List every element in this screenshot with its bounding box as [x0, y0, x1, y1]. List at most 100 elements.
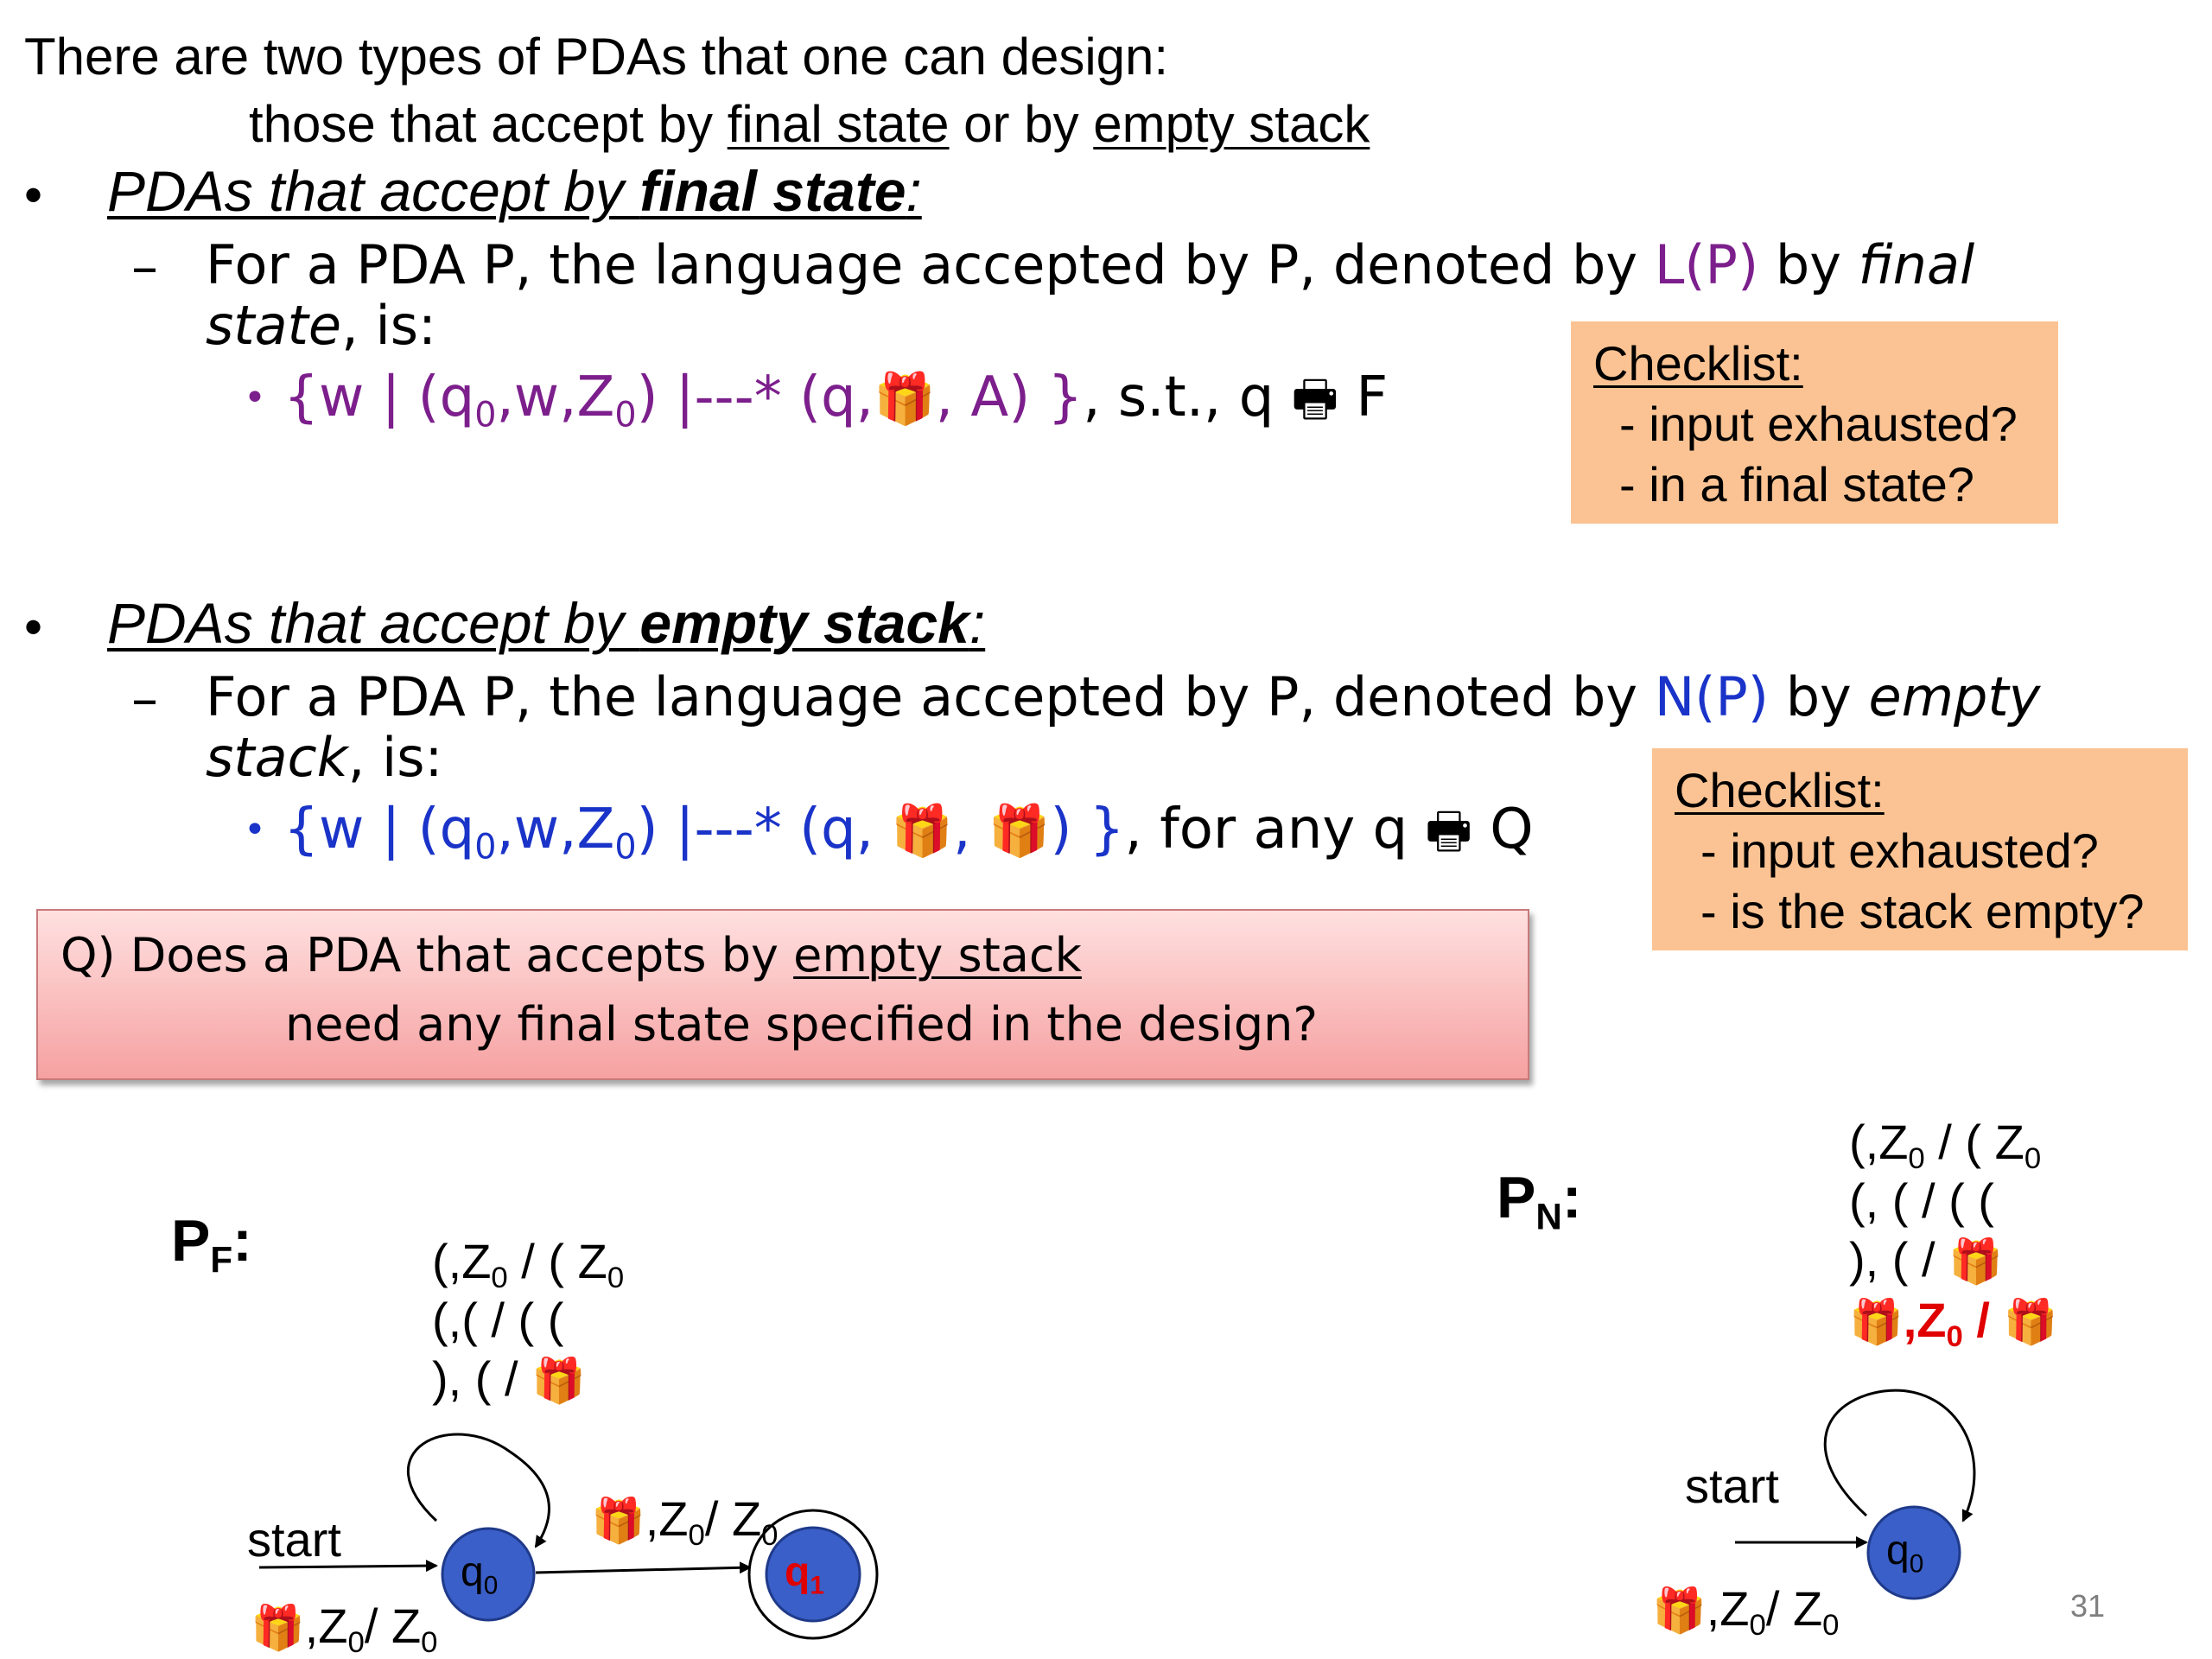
- set-empty-bullet: •: [244, 808, 266, 852]
- pf-loop-line-1: (,Z0 / ( Z0: [432, 1232, 624, 1293]
- pf-bottom-a: ,Z: [304, 1599, 348, 1653]
- desc-empty-ital2: stack: [206, 726, 348, 789]
- epsilon-gift-icon: 🎁: [251, 1603, 305, 1652]
- epsilon-gift-icon: 🎁: [531, 1356, 586, 1405]
- pf-q0-sub: 0: [483, 1571, 499, 1600]
- set-final-a: {w | (q: [283, 365, 475, 429]
- pn-loop-4s: 0: [1946, 1320, 1963, 1354]
- question-box: Q) Does a PDA that accepts by empty stac…: [36, 909, 1529, 1080]
- pn-loop-transitions: (,Z0 / ( Z0 (, ( / ( ( ), ( / 🎁 🎁,Z0 / 🎁: [1849, 1113, 2057, 1351]
- set-empty-b: ,w,Z: [496, 798, 615, 861]
- dash-final: –: [131, 235, 158, 298]
- pn-start-label: start: [1685, 1459, 1779, 1513]
- set-empty-sub0: 0: [474, 827, 497, 868]
- pf-loop-line-3: ), ( / 🎁: [432, 1350, 624, 1410]
- checklist-final-item-1: - input exhausted?: [1619, 397, 2018, 451]
- desc-empty-post: , is:: [347, 726, 443, 789]
- checklist-final-item-2: - in a final state?: [1619, 457, 1974, 512]
- set-empty-expression: {w | (q0,w,Z0) |---* (q, 🎁, 🎁) }: [283, 798, 1125, 865]
- checklist-empty-stack: Checklist: - input exhausted? - is the s…: [1652, 748, 2188, 950]
- desc-final-mid: by: [1758, 233, 1859, 296]
- desc-final-post: , is:: [341, 294, 436, 357]
- checklist-empty-item-1: - input exhausted?: [1700, 823, 2099, 878]
- pn-loop-1s: 0: [1908, 1142, 1925, 1176]
- pn-q0-label: q0: [1886, 1527, 1923, 1577]
- desc-empty-line-1: For a PDA P, the language accepted by P,…: [206, 671, 2040, 724]
- set-final-end: F: [1338, 365, 1389, 429]
- set-final-sub1: 0: [614, 395, 637, 435]
- pf-edge-label: 🎁,Z0/ Z0: [591, 1490, 778, 1550]
- pn-label-p: P: [1497, 1165, 1536, 1230]
- pf-self-loop: [406, 1433, 550, 1548]
- pf-q0-q: q: [461, 1549, 484, 1595]
- heading-empty-pre: PDAs that accept by: [107, 591, 640, 655]
- pn-label-sub: N: [1535, 1196, 1562, 1237]
- heading-empty-stack: PDAs that accept by empty stack:: [107, 594, 985, 652]
- desc-final-ital2: state: [206, 294, 342, 357]
- set-empty-d: ,: [953, 798, 988, 861]
- desc-final-ital1: final: [1858, 233, 1975, 296]
- pn-bottom-label: 🎁,Z0/ Z0: [1652, 1580, 1839, 1640]
- pn-self-loop: [1823, 1389, 1976, 1522]
- heading-empty-post: :: [969, 591, 986, 655]
- set-empty-e: ) }: [1050, 798, 1125, 861]
- pn-loop-line-4: 🎁,Z0 / 🎁: [1849, 1291, 2057, 1351]
- pf-bottom-label: 🎁,Z0/ Z0: [251, 1597, 437, 1657]
- bullet-final-state: •: [24, 166, 43, 224]
- pn-loop-line-1: (,Z0 / ( Z0: [1849, 1113, 2057, 1176]
- pf-loop-line-2: (,( / ( (: [432, 1291, 624, 1350]
- pf-label-p: P: [171, 1208, 211, 1274]
- set-final-tail: , s.t., q: [1083, 365, 1292, 429]
- pf-transition-arrow: [535, 1561, 752, 1574]
- pn-state-q0: [1866, 1505, 1961, 1600]
- pn-bottom-sub: 0: [1749, 1609, 1766, 1643]
- pn-loop-1a: (,Z: [1849, 1115, 1909, 1169]
- pf-label-sub: F: [210, 1239, 233, 1281]
- intro-line-2-pre: those that accept by: [249, 95, 728, 153]
- empty-stack-underlined: empty stack: [1093, 95, 1370, 153]
- pn-label: PN:: [1497, 1165, 1581, 1235]
- pf-loop-1b: / ( Z: [507, 1234, 607, 1288]
- epsilon-gift-icon: 🎁: [1849, 1297, 1904, 1346]
- question-line-2: need any final state specified in the de…: [285, 997, 1318, 1052]
- pf-label-colon: :: [232, 1208, 252, 1274]
- set-empty-sub1: 0: [614, 827, 637, 868]
- pf-edge-a: ,Z: [645, 1491, 689, 1546]
- set-final-c: ) |---* (q,: [636, 365, 874, 429]
- set-empty-a: {w | (q: [283, 798, 475, 861]
- pf-edge-sub: 0: [688, 1519, 705, 1553]
- pn-loop-1b: / ( Z: [1924, 1115, 2024, 1169]
- heading-final-pre: PDAs that accept by: [107, 159, 640, 223]
- set-final-d: , A) }: [935, 365, 1084, 429]
- question-empty-stack: empty stack: [793, 928, 1082, 982]
- heading-final-bold: final state: [639, 159, 906, 223]
- pf-loop-1a: (,Z: [432, 1234, 492, 1288]
- epsilon-gift-icon: 🎁: [874, 370, 936, 428]
- epsilon-gift-icon: 🎁: [1948, 1236, 2003, 1286]
- epsilon-gift-icon: 🎁: [591, 1496, 645, 1545]
- pf-start-arrow: [258, 1560, 438, 1573]
- heading-final-post: :: [906, 159, 922, 223]
- pn-bottom-sub2: 0: [1822, 1609, 1840, 1643]
- set-empty-c: ) |---* (q,: [636, 798, 892, 861]
- heading-empty-bold: empty stack: [639, 591, 969, 655]
- pf-q0-label: q0: [461, 1548, 498, 1599]
- pf-start-label: start: [247, 1512, 341, 1567]
- pf-edge-b: / Z: [704, 1491, 762, 1546]
- set-empty-end: Q: [1471, 798, 1534, 861]
- checklist-final-state: Checklist: - input exhausted? - in a fin…: [1571, 321, 2058, 524]
- desc-final-line-2: state, is:: [206, 299, 436, 353]
- pf-loop-2a: (,( / ( (: [432, 1293, 564, 1347]
- desc-empty-line-2: stack, is:: [206, 731, 442, 785]
- desc-final-line-1: For a PDA P, the language accepted by P,…: [206, 238, 1974, 292]
- pf-label: PF:: [171, 1211, 252, 1278]
- pf-state-q1: [765, 1526, 861, 1623]
- set-empty-tail: , for any q: [1124, 798, 1426, 861]
- pf-edge-sub2: 0: [761, 1519, 779, 1553]
- intro-line-2-mid: or by: [949, 95, 1094, 153]
- pf-q1-q: q: [785, 1549, 810, 1595]
- pn-bottom-b: / Z: [1765, 1581, 1823, 1636]
- question-line-1: Q) Does a PDA that accepts by empty stac…: [60, 921, 1528, 990]
- set-final-sub0: 0: [474, 395, 497, 435]
